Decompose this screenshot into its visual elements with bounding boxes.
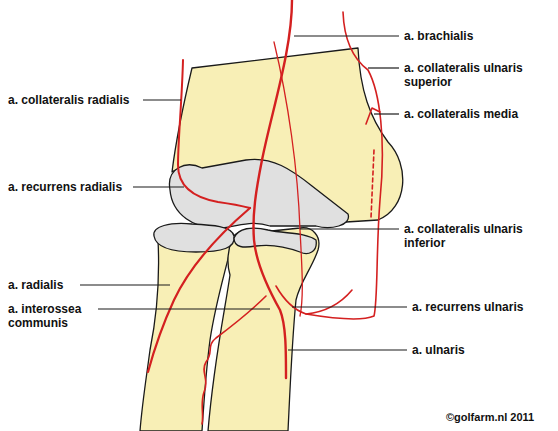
ulna-bone [208, 228, 319, 431]
artery-label: a. collateralis media [404, 107, 518, 121]
leader-line [80, 284, 170, 285]
leader-line [98, 308, 270, 309]
artery-label: a. collateralis radialis [8, 93, 129, 107]
artery-label: a. recurrens ulnaris [412, 300, 523, 314]
leader-line [294, 35, 399, 36]
leader-line [374, 113, 399, 114]
artery-label: a. interossea communis [8, 302, 108, 330]
artery-label: a. collateralis ulnaris inferior [404, 222, 554, 250]
ulna-cartilage [234, 228, 316, 253]
brachial-artery [253, 0, 292, 378]
middle-collateral-dashed [371, 150, 374, 218]
artery-label: a. recurrens radialis [8, 180, 122, 194]
watermark: ©golfarm.nl 2011 [446, 410, 534, 424]
leader-line [368, 67, 399, 68]
artery-label: a. radialis [8, 278, 63, 292]
leader-line [133, 186, 184, 187]
common-interosseous-artery [202, 296, 266, 424]
leader-line [300, 228, 399, 229]
radial-artery [148, 208, 250, 372]
leader-line [143, 99, 181, 100]
superior-ulnar-collateral-artery [306, 12, 382, 319]
artery-label: a. brachialis [404, 29, 473, 43]
leader-line [292, 306, 407, 307]
leader-line [288, 349, 407, 350]
collateral-radial-artery [178, 60, 250, 208]
middle-collateral-artery [366, 108, 380, 124]
inferior-ulnar-collateral-artery [274, 42, 302, 316]
artery-label: a. ulnaris [412, 343, 465, 357]
radius-head [154, 224, 234, 253]
artery-label: a. collateralis ulnaris superior [404, 61, 554, 89]
recurrent-ulnar-artery [276, 286, 352, 314]
